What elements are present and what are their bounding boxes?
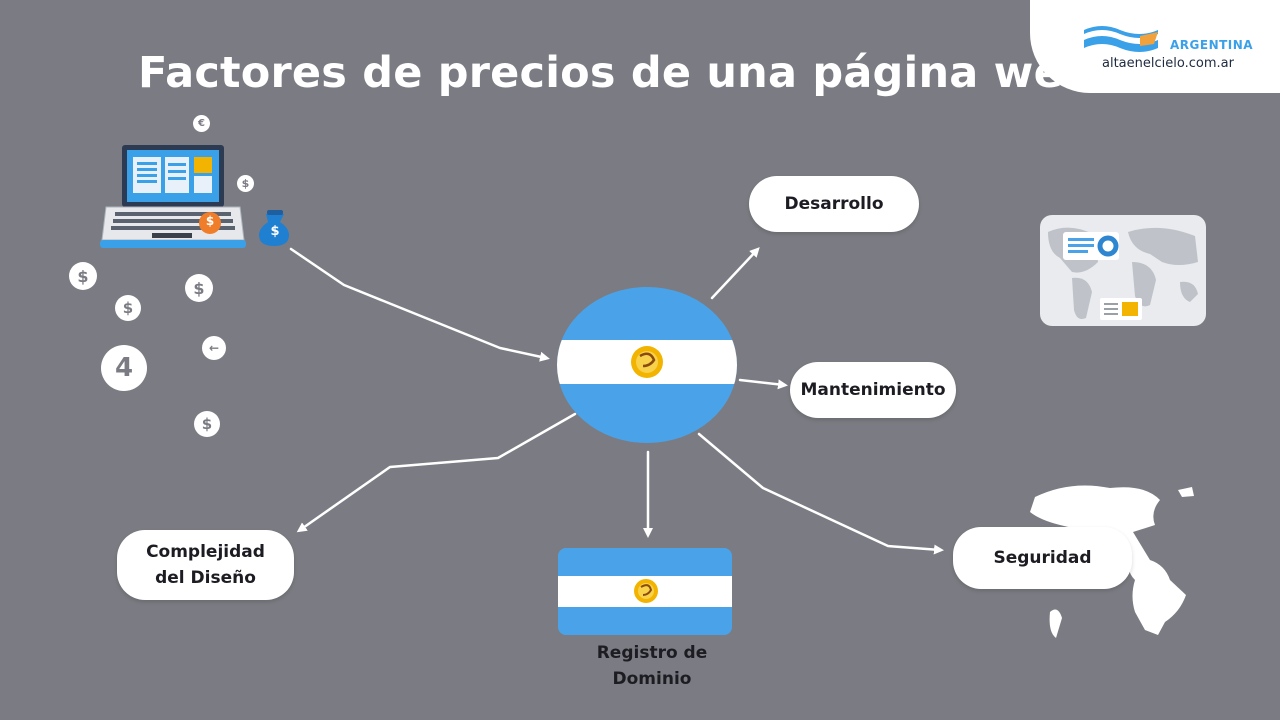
arrow-to-desarrollo: [710, 247, 760, 300]
page-title: Factores de precios de una página web: [138, 48, 1094, 98]
arrow-to-seguridad: [697, 432, 944, 555]
brand-flag-icon: [1084, 26, 1158, 52]
brand-corner: ARGENTINA altaenelcielo.com.ar: [1030, 0, 1280, 93]
brand-country: ARGENTINA: [1170, 38, 1254, 52]
arrow-to-complejidad: [296, 412, 577, 533]
dollar-coin-icon: $: [185, 274, 213, 302]
node-desarrollo: Desarrollo: [749, 176, 919, 232]
back-arrow-coin-icon: ←: [202, 336, 226, 360]
node-label: Complejidad del Diseño: [146, 542, 265, 588]
node-seguridad: Seguridad: [953, 527, 1132, 589]
dollar-coin-icon: $: [115, 295, 141, 321]
node-mantenimiento: Mantenimiento: [790, 362, 956, 418]
number-badge: 4: [101, 345, 147, 391]
dollar-coin-icon: $: [69, 262, 97, 290]
laptop-coin-icon: $: [205, 214, 215, 228]
money-bag-icon: $: [270, 224, 280, 239]
node-label: Desarrollo: [784, 194, 884, 214]
dollar-coin-icon: $: [237, 175, 254, 192]
sun-of-may-icon: [631, 346, 663, 378]
node-complejidad-del-diseno: Complejidad del Diseño: [117, 530, 294, 600]
node-label: Mantenimiento: [800, 380, 946, 400]
euro-coin-icon: €: [193, 115, 210, 132]
arrow-to-mantenimiento: [738, 378, 788, 390]
brand-url: altaenelcielo.com.ar: [1102, 56, 1234, 71]
node-registro-de-dominio: Registro de Dominio: [596, 643, 708, 689]
arrow-laptop-to-center: [289, 247, 550, 362]
dollar-coin-icon: $: [194, 411, 220, 437]
node-label: Seguridad: [993, 548, 1092, 568]
